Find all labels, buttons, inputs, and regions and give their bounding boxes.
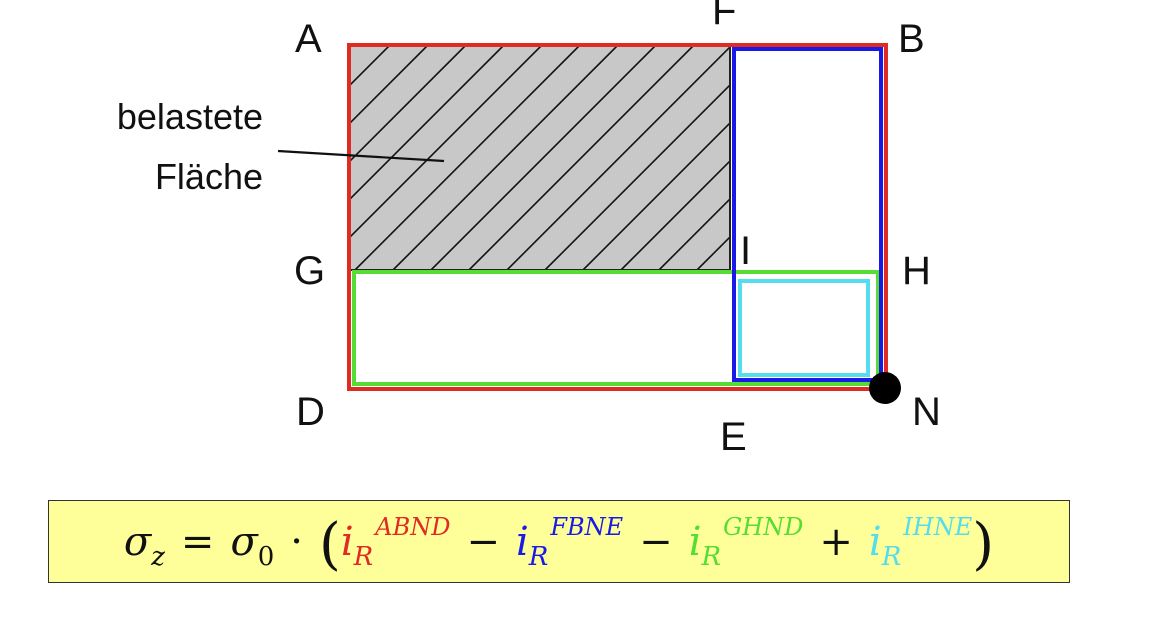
influence-subscript: R	[881, 541, 902, 572]
label-I: I	[740, 229, 751, 273]
influence-symbol: i	[515, 518, 529, 565]
label-B: B	[898, 17, 925, 61]
area-label-line1: belastete	[117, 96, 263, 137]
influence-symbol: i	[340, 518, 354, 565]
hatch-line	[925, 46, 1149, 270]
rect-GHND	[352, 270, 880, 386]
sigma0-subscript: 0	[257, 541, 275, 572]
influence-subscript: R	[528, 541, 549, 572]
hatch-line	[430, 46, 656, 270]
hatch-line	[351, 46, 428, 124]
label-F: F	[712, 0, 736, 33]
hatch-line	[351, 46, 466, 162]
sigma-symbol: σ	[123, 518, 152, 565]
influence-subscript: R	[701, 541, 722, 572]
influence-superscript: GHND	[723, 512, 804, 541]
hatch-line	[544, 83, 730, 270]
influence-symbol: i	[868, 518, 882, 565]
hatch-line	[735, 46, 959, 270]
hatch-line	[351, 46, 542, 238]
hatch-line	[582, 121, 730, 270]
multiply-dot: ·	[290, 518, 304, 565]
label-A: A	[295, 17, 322, 61]
influence-term-IHNE: iRIHNE	[868, 515, 972, 570]
label-H: H	[902, 249, 931, 293]
influence-subscript: R	[353, 541, 374, 572]
label-E: E	[720, 415, 747, 459]
rect-IHNE	[738, 279, 870, 377]
formula-terms: iRABND−iRFBNE−iRGHND+iRIHNE	[340, 515, 972, 570]
label-G: G	[294, 249, 325, 293]
influence-superscript: IHNE	[903, 512, 973, 541]
area-label-line2: Fläche	[155, 156, 263, 197]
sigma-subscript: z	[151, 541, 165, 572]
hatch-line	[354, 46, 580, 270]
hatch-line	[351, 46, 390, 86]
term-operator: −	[466, 518, 500, 565]
influence-superscript: FBNE	[550, 512, 624, 541]
influence-term-FBNE: iRFBNE	[515, 515, 623, 570]
rect-FBNE	[732, 47, 883, 382]
hatch-line	[392, 46, 618, 270]
hatch-line	[468, 46, 694, 270]
equals-sign: =	[180, 518, 215, 565]
term-operator: +	[819, 518, 853, 565]
point-N-marker	[869, 372, 901, 404]
label-D: D	[296, 390, 325, 434]
influence-superscript: ABND	[375, 512, 451, 541]
label-N: N	[912, 390, 941, 434]
hatch-line	[658, 197, 730, 270]
hatch-line	[811, 46, 1035, 270]
influence-term-GHND: iRGHND	[688, 515, 804, 570]
loaded-area-fill	[351, 46, 730, 270]
superposition-diagram: A F B G I H D E N belastete Fläche	[117, 0, 1149, 459]
term-operator: −	[639, 518, 673, 565]
influence-term-ABND: iRABND	[340, 515, 451, 570]
formula-sigma0: σ0	[230, 518, 274, 570]
area-leader-line	[277, 149, 445, 163]
rect-ABND	[347, 43, 888, 391]
influence-symbol: i	[688, 518, 702, 565]
formula-lhs: σz	[123, 518, 165, 570]
stress-formula-box: σz = σ0 · ( iRABND−iRFBNE−iRGHND+iRIHNE …	[48, 500, 1070, 583]
hatch-line	[506, 46, 730, 270]
hatch-line	[620, 159, 730, 270]
sigma0-symbol: σ	[230, 518, 258, 565]
hatch-line	[887, 46, 1111, 270]
